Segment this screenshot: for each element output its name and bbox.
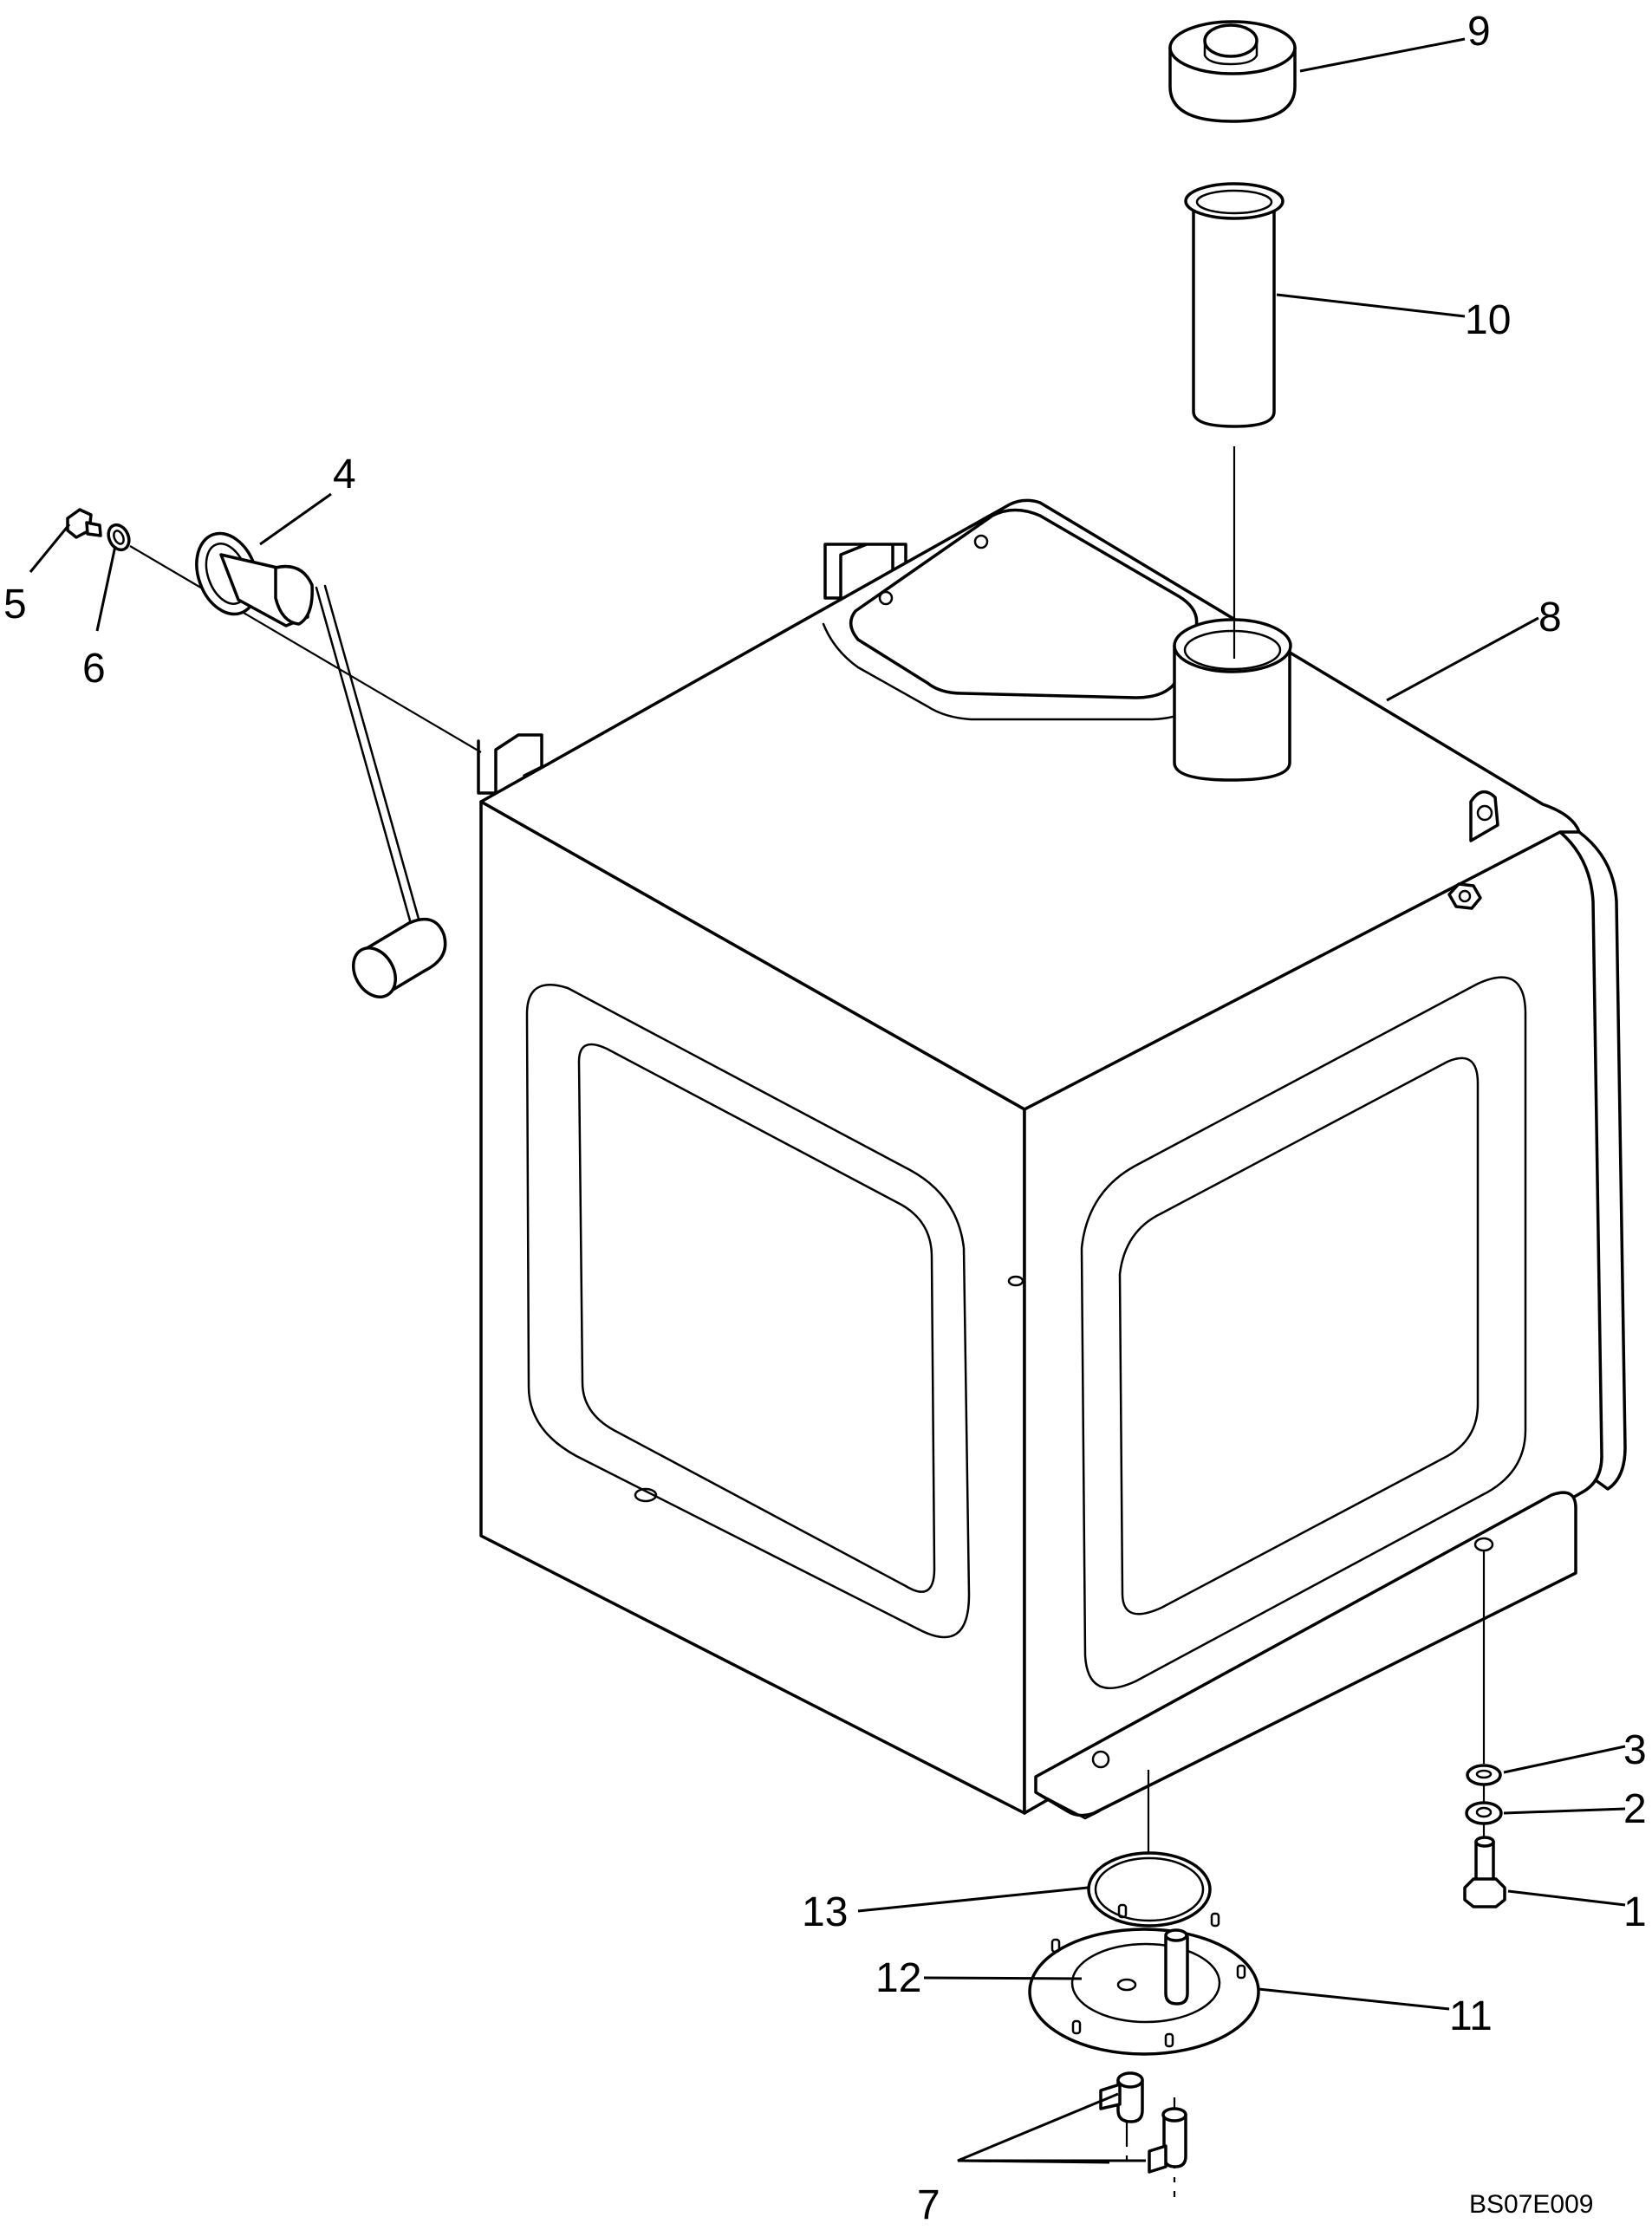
fuel-level-sender	[195, 531, 447, 998]
filler-strainer	[1184, 182, 1285, 428]
filler-cap	[1168, 20, 1297, 123]
figure-reference-code: BS07E009	[1469, 2190, 1593, 2219]
fuel-tank	[477, 498, 1627, 1820]
bolt-1	[1463, 1836, 1506, 1908]
callout-11: 11	[1449, 1993, 1493, 2039]
callout-3: 3	[1623, 1727, 1647, 1773]
callout-labels: 9 10 8 4 5 6 3 2 1 11 12 13 7 BS07E009	[3, 9, 1647, 2228]
callout-8: 8	[1538, 595, 1562, 640]
callout-10: 10	[1465, 297, 1511, 343]
sender-screw	[66, 508, 102, 539]
washer-3	[1466, 1764, 1502, 1786]
fitting-left	[1099, 2071, 1144, 2123]
callout-7: 7	[917, 2182, 940, 2228]
suction-flange	[1028, 1903, 1260, 2056]
callout-4: 4	[333, 452, 356, 497]
sender-washer	[107, 523, 131, 552]
callout-9: 9	[1467, 9, 1491, 55]
callout-13: 13	[802, 1889, 848, 1935]
fitting-right	[1148, 2107, 1187, 2174]
o-ring	[1087, 1851, 1212, 1928]
callout-1: 1	[1623, 1889, 1647, 1935]
washer-2	[1465, 1801, 1503, 1825]
callout-6: 6	[82, 646, 106, 692]
callout-2: 2	[1623, 1786, 1647, 1832]
callout-5: 5	[3, 582, 27, 627]
callout-12: 12	[875, 1955, 921, 2001]
leader-lines	[29, 37, 1626, 2164]
